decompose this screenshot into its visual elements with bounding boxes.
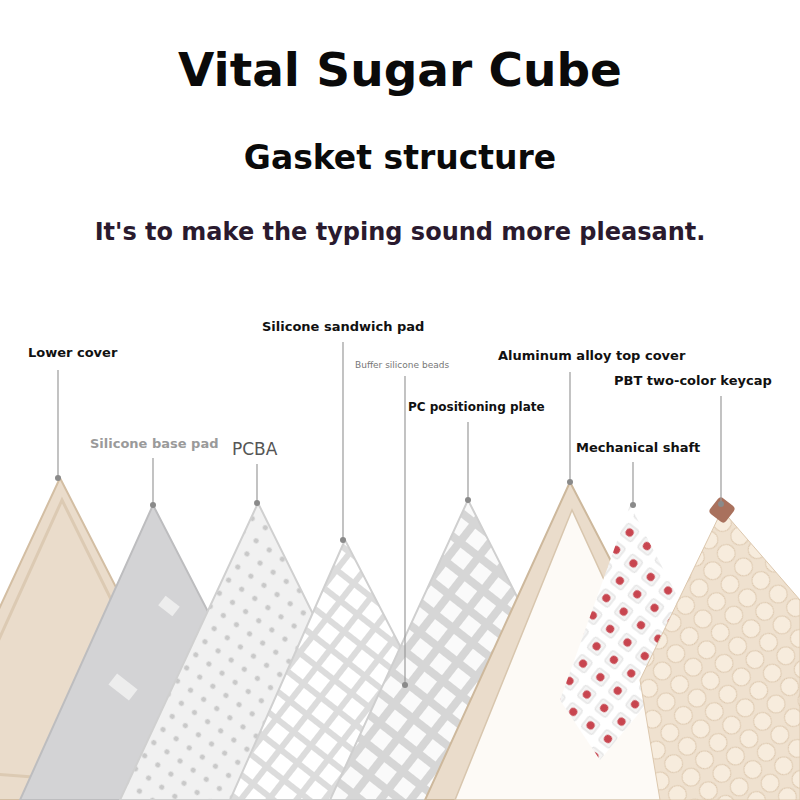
leader-line <box>256 464 257 501</box>
part-label: PCBA <box>232 439 277 459</box>
leader-dot <box>340 537 346 543</box>
leader-line <box>342 342 343 538</box>
page-title: Vital Sugar Cube <box>0 42 800 97</box>
leader-line <box>404 376 405 683</box>
leader-dot <box>402 682 408 688</box>
pad-cutout <box>158 596 180 617</box>
leader-line <box>569 372 570 480</box>
leader-line <box>720 396 721 502</box>
part-label: Lower cover <box>28 345 117 360</box>
leader-dot <box>465 497 471 503</box>
leader-dot <box>630 502 636 508</box>
leader-line <box>152 458 153 503</box>
part-label: PC positioning plate <box>408 400 545 414</box>
part-label: Silicone base pad <box>90 436 219 451</box>
part-label: Silicone sandwich pad <box>262 319 424 334</box>
subtitle: Gasket structure <box>0 138 800 177</box>
leader-line <box>467 422 468 498</box>
accent-keycap <box>708 496 736 524</box>
leader-line <box>57 370 58 476</box>
leader-dot <box>718 501 724 507</box>
leader-dot <box>254 500 260 506</box>
leader-dot <box>55 475 61 481</box>
pad-cutout <box>108 673 137 700</box>
leader-lines <box>58 342 721 683</box>
leader-dot <box>567 479 573 485</box>
tagline: It's to make the typing sound more pleas… <box>0 218 800 246</box>
leader-line <box>632 462 633 503</box>
keycaps <box>640 510 800 800</box>
part-label: Mechanical shaft <box>576 440 700 455</box>
leader-dots <box>55 475 724 688</box>
leader-dot <box>150 502 156 508</box>
part-label: Buffer silicone beads <box>355 360 449 370</box>
part-label: PBT two-color keycap <box>614 373 772 388</box>
part-label: Aluminum alloy top cover <box>498 348 685 363</box>
